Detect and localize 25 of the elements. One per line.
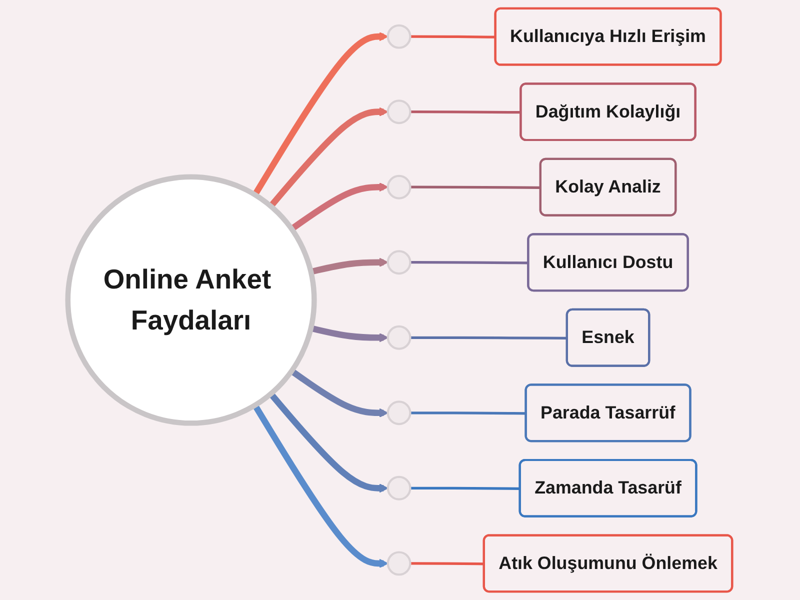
node-circle: Online Anket Faydaları [65,174,317,426]
node-circle [386,24,412,49]
connector [410,35,496,38]
arrow [310,258,388,275]
connector [410,486,520,490]
node-circle [386,100,412,124]
connector [410,336,568,340]
node-circle [386,400,412,426]
connector [410,562,484,566]
arrow [252,404,388,568]
connector [410,412,526,415]
connector [410,110,522,114]
connector [410,186,541,189]
node-circle [386,476,412,500]
node-circle [386,551,412,576]
arrow [290,368,388,418]
node-circle [386,250,412,275]
arrow [268,392,388,493]
arrow [290,182,388,232]
arrow [310,325,388,342]
arrow [252,32,388,196]
arrow [268,107,388,208]
node-circle [386,174,412,200]
connector [410,261,529,264]
node-circle [386,325,412,350]
